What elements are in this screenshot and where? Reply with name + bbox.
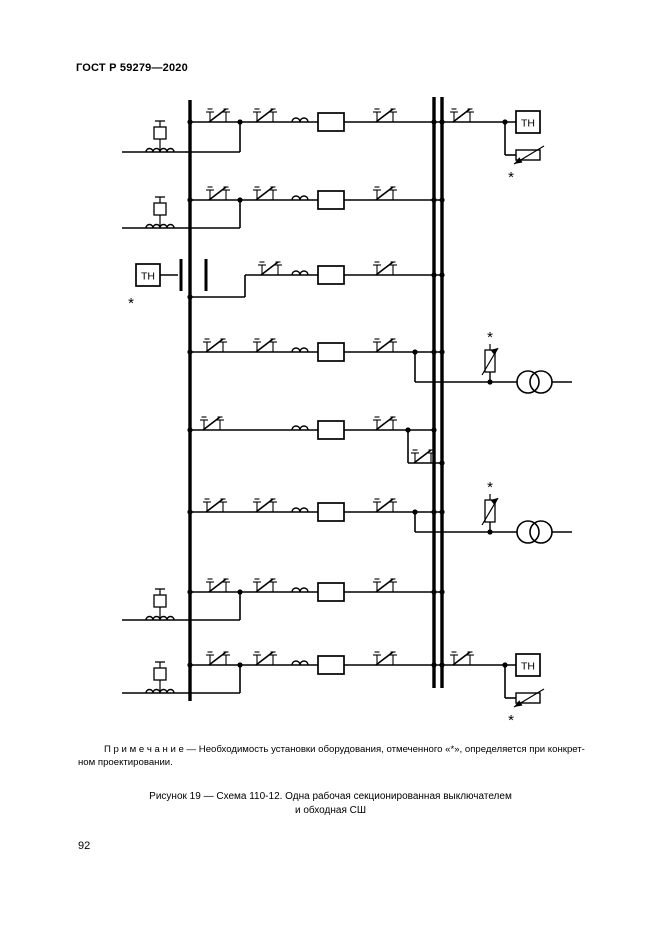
disconnector-symbol: [258, 261, 282, 276]
current-transformer-symbol: [291, 117, 309, 123]
bay-row-5: [187, 427, 445, 466]
note-block: П р и м е ч а н и е — Необходимость уста…: [78, 743, 585, 769]
asterisk-mark: *: [508, 712, 514, 729]
circuit-breaker-symbol: [317, 342, 345, 362]
line-entry: [122, 120, 240, 153]
disconnector-symbol: [450, 108, 474, 123]
disconnector-symbol: [253, 578, 277, 593]
page-number: 92: [78, 840, 91, 852]
line-entry: [122, 196, 240, 229]
asterisk-row1: *: [508, 169, 514, 186]
circuit-breaker-symbol: [317, 502, 345, 522]
transformer-symbol: [516, 520, 553, 544]
disconnector-symbol: [373, 651, 397, 666]
current-transformer-symbol: [291, 587, 309, 593]
circuit-breaker-symbol: [317, 112, 345, 132]
circuit-breaker-symbol: [317, 582, 345, 602]
voltage-transformer-box: ТН: [135, 259, 208, 291]
disconnector-symbol: [373, 578, 397, 593]
circuit-breaker-symbol: [317, 265, 345, 285]
disconnector-symbol: [373, 108, 397, 123]
current-transformer-symbol: [291, 425, 309, 431]
disconnector-symbol: [253, 108, 277, 123]
bay-row-7: [187, 589, 445, 620]
asterisk-tn-left: *: [128, 295, 134, 312]
current-transformer-symbol: [291, 507, 309, 513]
disconnector-symbol: [373, 186, 397, 201]
disconnector-symbol: [253, 186, 277, 201]
bay-row-2: [187, 197, 445, 228]
note-text-line1: П р и м е ч а н и е — Необходимость уста…: [104, 744, 585, 755]
document-header: ГОСТ Р 59279—2020: [76, 62, 188, 74]
disconnector-symbol: [206, 578, 230, 593]
disconnector-symbol: [206, 108, 230, 123]
current-transformer-symbol: [291, 270, 309, 276]
figure-caption: Рисунок 19 — Схема 110-12. Одна рабочая …: [0, 790, 661, 817]
disconnector-symbol: [200, 416, 224, 431]
asterisk-row4: *: [487, 329, 493, 346]
disconnector-symbol: [373, 338, 397, 353]
caption-line2: и обходная СШ: [294, 804, 367, 816]
note-text-line2: ном проектировании.: [78, 757, 173, 768]
disconnector-symbol: [373, 261, 397, 276]
surge-arrester-symbol: [481, 344, 499, 382]
bay-row-1: [187, 119, 516, 156]
transformer-symbol: [516, 370, 553, 394]
disconnector-symbol: [253, 498, 277, 513]
surge-arrester-symbol: [513, 145, 545, 165]
disconnector-symbol: [203, 338, 227, 353]
current-transformer-symbol: [291, 660, 309, 666]
caption-line1: Рисунок 19 — Схема 110-12. Одна рабочая …: [149, 791, 512, 802]
voltage-transformer-box: ТН: [515, 653, 541, 677]
circuit-breaker-symbol: [317, 190, 345, 210]
disconnector-symbol: [373, 416, 397, 431]
asterisk-mark: *: [128, 295, 134, 312]
disconnector-symbol: [450, 651, 474, 666]
disconnector-symbol: [253, 651, 277, 666]
line-entry: [122, 588, 240, 621]
voltage-transformer-box: ТН: [515, 110, 541, 134]
disconnector-symbol: [206, 651, 230, 666]
disconnector-symbol: [253, 338, 277, 353]
disconnector-symbol: [411, 449, 435, 464]
surge-arrester-symbol: [513, 688, 545, 708]
asterisk-mark: *: [487, 479, 493, 496]
bay-row-3: [187, 272, 445, 300]
asterisk-mark: *: [508, 169, 514, 186]
th-label: ТН: [521, 118, 535, 130]
bay-row-4: [187, 349, 572, 385]
busbar-right: [432, 97, 444, 688]
disconnector-symbol: [206, 186, 230, 201]
asterisk-row8: *: [508, 712, 514, 729]
line-entry: [122, 661, 240, 694]
asterisk-mark: *: [487, 329, 493, 346]
disconnector-symbol: [373, 498, 397, 513]
bay-row-8: [187, 662, 516, 699]
current-transformer-symbol: [291, 347, 309, 353]
bay-row-6: [187, 509, 572, 535]
circuit-breaker-symbol: [317, 420, 345, 440]
current-transformer-symbol: [291, 195, 309, 201]
disconnector-symbol: [203, 498, 227, 513]
circuit-breaker-symbol: [317, 655, 345, 675]
surge-arrester-symbol: [481, 494, 499, 532]
th-label: ТН: [521, 661, 535, 673]
th-label: ТН: [141, 271, 155, 283]
asterisk-row6: *: [487, 479, 493, 496]
